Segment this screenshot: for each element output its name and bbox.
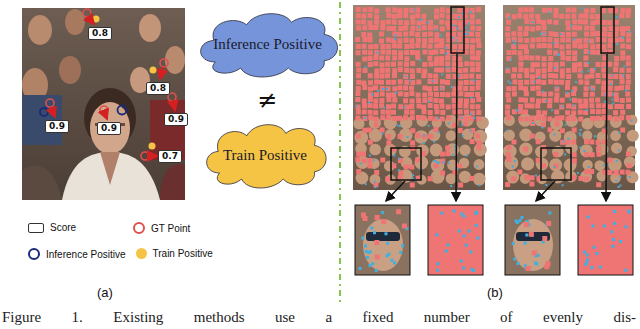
score-box: 0.9	[45, 120, 69, 133]
cloud-label: Train Positive	[223, 147, 307, 164]
legend-item: Score	[28, 222, 76, 233]
score-value: 0.9	[168, 114, 184, 124]
legend-text: GT Point	[151, 223, 190, 234]
cloud-label: Inference Positive	[213, 36, 322, 53]
score-box: 0.9	[164, 113, 188, 126]
crowd-images	[353, 5, 639, 275]
legend-swatch	[136, 248, 147, 259]
score-value: 0.7	[162, 151, 178, 161]
legend-swatch	[28, 248, 40, 260]
legend-text: Inference Positive	[46, 249, 126, 260]
crowd-photo	[22, 8, 185, 200]
cloud-shape: Inference Positive	[193, 8, 342, 80]
divider-line	[339, 2, 341, 305]
score-value: 0.9	[49, 121, 65, 131]
legend-item: GT Point	[133, 222, 190, 234]
legend-text: Train Positive	[153, 248, 213, 259]
score-value: 0.9	[101, 123, 117, 133]
panel-label: (b)	[487, 285, 503, 300]
score-value: 0.8	[150, 83, 166, 93]
score-box: 0.8	[146, 82, 170, 95]
legend-text: Score	[50, 222, 76, 233]
score-box: 0.9	[97, 122, 121, 135]
point-markers	[40, 9, 176, 160]
score-value: 0.8	[92, 28, 108, 38]
legend-swatch	[133, 222, 145, 234]
legend-swatch	[28, 223, 44, 233]
panel-label: (a)	[97, 285, 113, 300]
not-equal-sign: ≠	[257, 86, 277, 114]
figure-caption: Figure 1. Existing methods use a fixed n…	[2, 309, 636, 326]
score-box: 0.8	[88, 27, 112, 40]
legend-item: Inference Positive	[28, 248, 126, 260]
legend-item: Train Positive	[136, 248, 213, 259]
score-box: 0.7	[158, 150, 182, 163]
cloud-shape: Train Positive	[200, 119, 330, 191]
